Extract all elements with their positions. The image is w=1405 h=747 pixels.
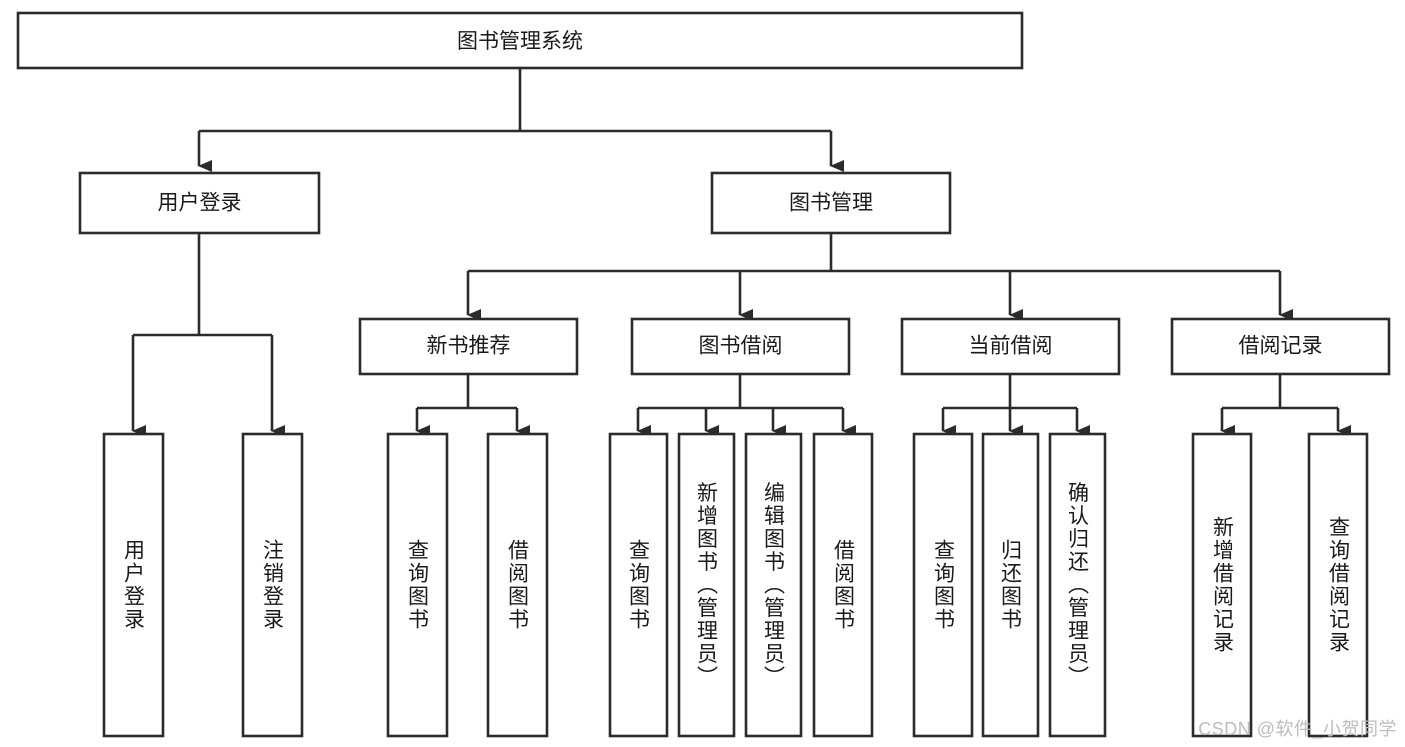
- leaf-return-books-box[interactable]: [981, 432, 1040, 738]
- leaf-borrow-books-recommend-label: 借阅图书: [506, 539, 530, 631]
- node-book-management-label: 图书管理: [789, 192, 873, 215]
- leaf-logout[interactable]: 注销登录: [241, 432, 304, 738]
- connectors: [131, 68, 1351, 437]
- leaf-return-books[interactable]: 归还图书: [981, 432, 1040, 738]
- node-root[interactable]: 图书管理系统: [16, 11, 1024, 70]
- leaf-query-books-recommend-label: 查询图书: [406, 539, 430, 631]
- leaf-query-books-borrow-label: 查询图书: [627, 539, 651, 631]
- leaf-borrow-books-borrow[interactable]: 借阅图书: [812, 432, 874, 738]
- node-book-borrow[interactable]: 图书借阅: [630, 317, 851, 376]
- node-new-book-recommend-label: 新书推荐: [427, 335, 511, 358]
- leaf-add-borrow-record[interactable]: 新增借阅记录: [1191, 432, 1253, 738]
- node-book-borrow-label: 图书借阅: [699, 335, 783, 358]
- node-user-login-label: 用户登录: [158, 192, 242, 215]
- leaf-query-borrow-record-label: 查询借阅记录: [1327, 516, 1351, 654]
- leaf-add-borrow-record-label: 新增借阅记录: [1211, 516, 1235, 654]
- leaf-edit-book-admin-box[interactable]: [744, 432, 803, 738]
- leaf-query-books-recommend[interactable]: 查询图书: [386, 432, 449, 738]
- leaf-user-login-label: 用户登录: [122, 539, 146, 631]
- leaf-add-book-admin[interactable]: 新增图书（管理员）: [677, 432, 736, 738]
- leaf-borrow-books-recommend-box[interactable]: [486, 432, 549, 738]
- leaf-add-book-admin-box[interactable]: [677, 432, 736, 738]
- leaf-query-books-borrow[interactable]: 查询图书: [608, 432, 669, 738]
- leaf-borrow-books-borrow-box[interactable]: [812, 432, 874, 738]
- node-root-label: 图书管理系统: [457, 30, 583, 53]
- leaf-query-books-borrow-box[interactable]: [608, 432, 669, 738]
- node-current-borrow-box[interactable]: [900, 317, 1121, 376]
- node-borrow-records[interactable]: 借阅记录: [1170, 317, 1391, 376]
- leaf-user-login-box[interactable]: [102, 432, 165, 738]
- leaf-query-books-current[interactable]: 查询图书: [912, 432, 974, 738]
- leaf-query-borrow-record[interactable]: 查询借阅记录: [1307, 432, 1369, 738]
- leaf-confirm-return-admin[interactable]: 确认归还（管理员）: [1048, 432, 1107, 738]
- node-book-management[interactable]: 图书管理: [710, 171, 952, 235]
- leaf-edit-book-admin[interactable]: 编辑图书（管理员）: [744, 432, 803, 738]
- leaf-confirm-return-admin-label: 确认归还（管理员）: [1066, 482, 1090, 689]
- node-borrow-records-box[interactable]: [1170, 317, 1391, 376]
- node-user-login-box[interactable]: [78, 171, 321, 235]
- node-new-book-recommend-box[interactable]: [358, 317, 579, 376]
- leaf-borrow-books-recommend[interactable]: 借阅图书: [486, 432, 549, 738]
- node-new-book-recommend[interactable]: 新书推荐: [358, 317, 579, 376]
- leaf-confirm-return-admin-box[interactable]: [1048, 432, 1107, 738]
- node-current-borrow-label: 当前借阅: [969, 335, 1053, 358]
- leaf-query-books-current-label: 查询图书: [932, 539, 956, 631]
- leaf-return-books-label: 归还图书: [999, 539, 1023, 631]
- leaf-query-borrow-record-box[interactable]: [1307, 432, 1369, 738]
- leaf-logout-label: 注销登录: [261, 539, 285, 631]
- leaf-borrow-books-borrow-label: 借阅图书: [832, 539, 856, 631]
- leaf-add-borrow-record-box[interactable]: [1191, 432, 1253, 738]
- node-current-borrow[interactable]: 当前借阅: [900, 317, 1121, 376]
- leaf-user-login[interactable]: 用户登录: [102, 432, 165, 738]
- node-book-management-box[interactable]: [710, 171, 952, 235]
- leaf-edit-book-admin-label: 编辑图书（管理员）: [762, 482, 786, 689]
- node-user-login[interactable]: 用户登录: [78, 171, 321, 235]
- leaf-add-book-admin-label: 新增图书（管理员）: [695, 482, 719, 689]
- leaf-query-books-current-box[interactable]: [912, 432, 974, 738]
- leaf-query-books-recommend-box[interactable]: [386, 432, 449, 738]
- node-borrow-records-label: 借阅记录: [1239, 335, 1323, 358]
- leaf-logout-box[interactable]: [241, 432, 304, 738]
- node-book-borrow-box[interactable]: [630, 317, 851, 376]
- node-root-box[interactable]: [16, 11, 1024, 70]
